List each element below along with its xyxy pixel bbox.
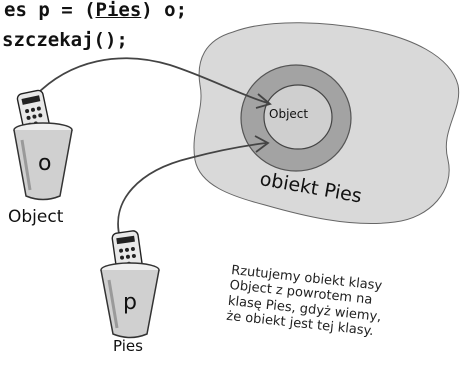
type-object-label: Object xyxy=(8,207,64,227)
type-pies-label: Pies xyxy=(113,337,143,355)
variable-p-label: p xyxy=(123,290,137,315)
code-line-1: es p = (Pies) o; xyxy=(4,1,187,20)
code-line-1-prefix: es p = ( xyxy=(4,0,96,21)
object-type-label: Object xyxy=(269,107,309,121)
reference-arrow-p xyxy=(117,142,267,239)
arrowhead-o xyxy=(255,93,272,109)
object-inner-circle xyxy=(263,84,333,150)
code-cast-type: Pies xyxy=(95,0,142,21)
reference-cup-p xyxy=(100,230,160,339)
variable-o-label: o xyxy=(38,151,52,176)
arrowhead-p xyxy=(254,135,270,153)
reference-cup-o xyxy=(13,89,73,201)
code-line-1-suffix: ) o; xyxy=(141,0,188,21)
code-line-2: szczekaj(); xyxy=(2,29,128,51)
reference-arrow-o xyxy=(34,57,269,104)
